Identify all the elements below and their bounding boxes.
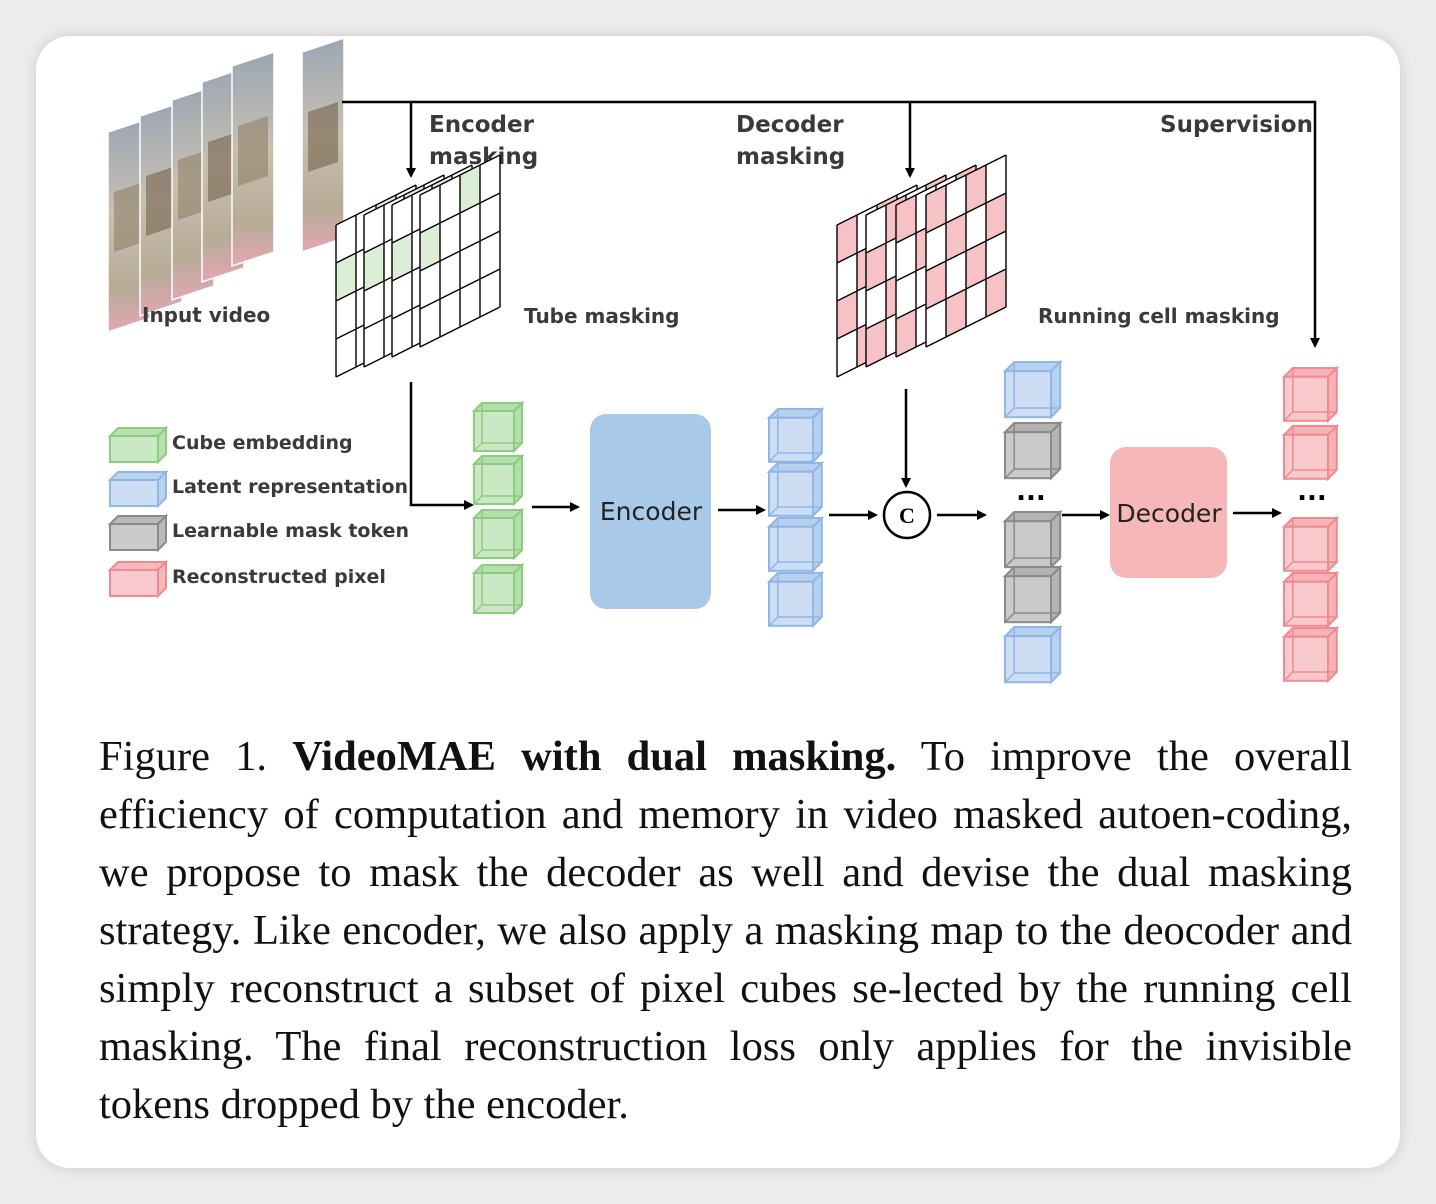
mask-token <box>1002 509 1063 570</box>
caption-prefix: Figure 1. <box>99 733 268 780</box>
flow-arrows <box>409 382 1282 520</box>
reconstructed-pixel-token <box>1281 423 1340 482</box>
legend-label: Reconstructed pixel <box>172 566 386 588</box>
supervision-label: Supervision <box>1160 112 1313 138</box>
latent-token <box>1002 624 1063 685</box>
mask-token <box>1002 420 1063 481</box>
output-ellipsis: ... <box>1297 477 1327 507</box>
running-cell-masking-label: Running cell masking <box>1038 304 1280 328</box>
mid-ellipsis: ... <box>1016 477 1046 507</box>
reconstructed-pixel-token <box>1281 515 1340 574</box>
reconstructed-pixel-token <box>1281 365 1340 424</box>
decoder-label: Decoder <box>1116 499 1222 528</box>
decoder-masking-label-line1: Decoder <box>736 112 844 138</box>
tube-masking-grids <box>335 154 501 378</box>
latent-token <box>766 515 825 574</box>
legend-label: Latent representation <box>172 476 408 498</box>
encoder-block <box>590 414 711 609</box>
token-cubes <box>471 359 1340 685</box>
latent-token <box>766 406 825 465</box>
caption-title: VideoMAE with dual masking. <box>292 733 897 780</box>
running-cell-masking-grids <box>836 154 1007 378</box>
legend-item: Latent representation <box>107 469 408 509</box>
mask-token <box>1002 564 1063 625</box>
tube-mask-frame <box>419 154 501 348</box>
running-mask-frame <box>925 154 1007 348</box>
latent-token <box>766 460 825 519</box>
cube-embedding-token <box>471 453 525 507</box>
decoder-masking-label-line2: masking <box>736 144 845 170</box>
videomae-diagram: Input video Encoder masking Decoder mask… <box>107 36 1340 685</box>
video-frame <box>301 36 345 254</box>
top-connector-lines <box>342 100 1320 348</box>
latent-token <box>1002 359 1063 420</box>
encoder-label: Encoder <box>600 497 703 526</box>
figure-caption: Figure 1. VideoMAE with dual masking. To… <box>99 728 1352 1134</box>
video-frame <box>231 50 275 268</box>
cube-embedding-token <box>471 562 525 616</box>
concat-symbol <box>882 490 932 540</box>
legend-item: Reconstructed pixel <box>107 559 386 599</box>
legend-label: Cube embedding <box>172 432 353 454</box>
input-video-label: Input video <box>142 303 270 327</box>
cube-embedding-token <box>471 507 525 561</box>
reconstructed-pixel-token <box>1281 570 1340 629</box>
decoder-block <box>1110 447 1227 578</box>
encoder-masking-label-line1: Encoder <box>429 112 535 138</box>
input-video-frames <box>107 36 345 334</box>
caption-body: To improve the overall efficiency of com… <box>99 733 1353 1128</box>
tube-masking-label: Tube masking <box>524 304 679 328</box>
latent-token <box>766 570 825 629</box>
reconstructed-pixel-token <box>1281 625 1340 684</box>
concat-label: C <box>899 503 915 528</box>
cube-embedding-token <box>471 400 525 454</box>
legend-item: Cube embedding <box>107 425 353 465</box>
legend-item: Learnable mask token <box>107 513 409 553</box>
legend-label: Learnable mask token <box>172 520 409 542</box>
